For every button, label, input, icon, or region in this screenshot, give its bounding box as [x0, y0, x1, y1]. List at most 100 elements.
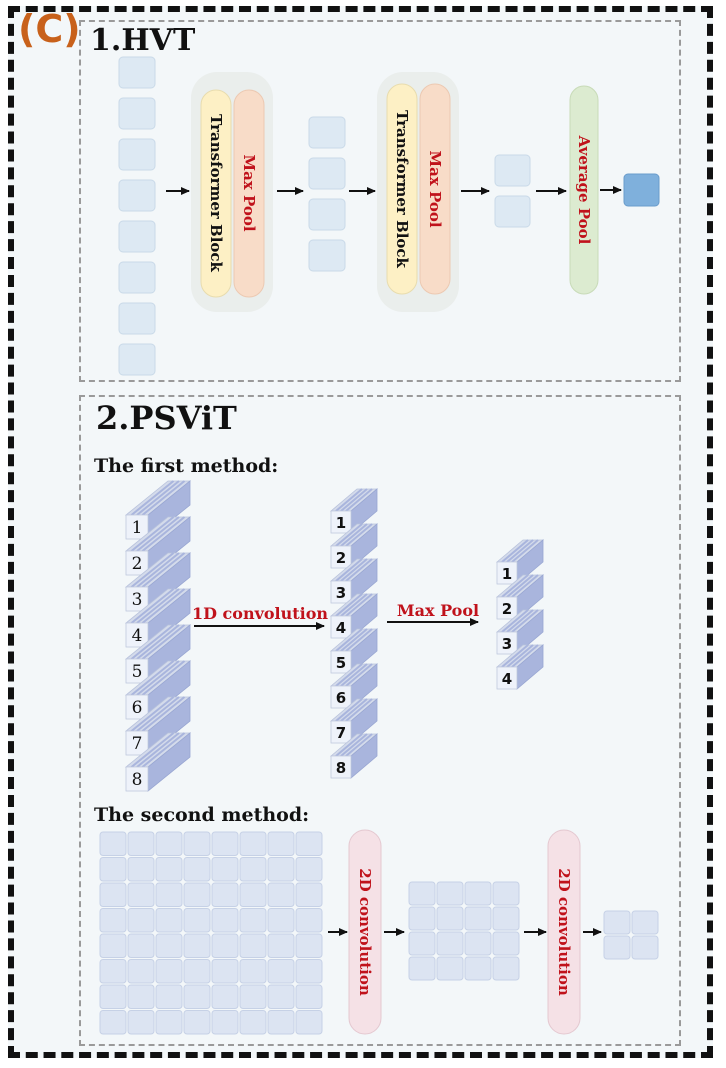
conv-slab: 7: [329, 698, 379, 744]
mid-grid-cell: [492, 931, 520, 956]
mid-grid-cell: [436, 881, 464, 906]
hvt-stage2-tokens: [494, 154, 531, 228]
conv-slab: 1: [329, 488, 379, 534]
input-slab-number: 3: [132, 590, 143, 610]
pooled-slab-number: 3: [502, 635, 512, 653]
input-grid-cell: [155, 984, 183, 1009]
conv1d-label: 1D convolution: [192, 604, 328, 623]
conv-slab: 5: [329, 628, 379, 674]
input-grid-cell: [211, 857, 239, 882]
conv-slab-number: 1: [336, 514, 346, 532]
hvt-input-token: [118, 343, 156, 376]
transformer-block-2: [386, 83, 418, 295]
input-grid-cell: [127, 959, 155, 984]
input-slab-number: 6: [132, 698, 143, 718]
input-grid-cell: [183, 1010, 211, 1035]
average-pool-block: [569, 85, 599, 295]
hvt-input-token: [118, 302, 156, 335]
input-grid-cell: [267, 933, 295, 958]
mid-grid-cell: [436, 956, 464, 981]
hvt-input-token: [118, 179, 156, 212]
mid-grid-cell: [492, 881, 520, 906]
hvt-input-token: [118, 97, 156, 130]
conv2d-block-2: [547, 829, 581, 1035]
conv-slab-number: 3: [336, 584, 346, 602]
hvt-input-tokens: [118, 56, 156, 376]
conv-slab: 4: [329, 593, 379, 639]
hvt-title: 1.HVT: [90, 23, 196, 58]
conv-slab-number: 8: [336, 759, 346, 777]
output-grid-cell: [603, 910, 631, 935]
hvt-input-token: [118, 138, 156, 171]
conv-slab: 2: [329, 523, 379, 569]
input-grid-cell: [183, 857, 211, 882]
input-grid-cell: [99, 908, 127, 933]
output-grid-cell: [603, 935, 631, 960]
max-pool-block-2: [419, 83, 451, 295]
input-grid-cell: [155, 1010, 183, 1035]
input-grid-cell: [295, 933, 323, 958]
input-grid-cell: [155, 882, 183, 907]
pooled-slab-number: 2: [502, 600, 512, 618]
input-grid-cell: [99, 984, 127, 1009]
transformer-block-1: [200, 89, 232, 298]
conv-slab: 6: [329, 663, 379, 709]
conv-slab-number: 4: [336, 619, 346, 637]
input-grid-cell: [127, 882, 155, 907]
second-method-input-grid: [99, 831, 323, 1035]
input-grid-cell: [127, 831, 155, 856]
conv2d-label-2: 2D convolution: [555, 868, 573, 996]
panel-label: (C): [18, 7, 81, 51]
mid-grid-cell: [492, 956, 520, 981]
input-grid-cell: [295, 959, 323, 984]
input-grid-cell: [183, 933, 211, 958]
input-slab-number: 4: [132, 626, 143, 646]
transformer-block-1-label: Transformer Block: [207, 114, 225, 272]
pooled-slab: 3: [495, 609, 545, 655]
conv-slab: 8: [329, 733, 379, 779]
hvt-output-token: [623, 173, 660, 207]
average-pool-label: Average Pool: [575, 135, 593, 245]
input-grid-cell: [267, 882, 295, 907]
input-slab-number: 7: [132, 734, 143, 754]
mid-grid-cell: [408, 906, 436, 931]
input-grid-cell: [211, 1010, 239, 1035]
mid-grid-cell: [464, 881, 492, 906]
psvit-panel: [79, 395, 681, 1046]
input-grid-cell: [239, 933, 267, 958]
input-slab: 4: [124, 588, 192, 648]
transformer-block-2-label: Transformer Block: [393, 110, 411, 268]
input-grid-cell: [239, 857, 267, 882]
pooled-slab-number: 1: [502, 565, 512, 583]
max-pool-block-1: [233, 89, 265, 298]
mid-grid-cell: [464, 906, 492, 931]
input-grid-cell: [127, 933, 155, 958]
input-grid-cell: [99, 1010, 127, 1035]
mid-grid-cell: [408, 881, 436, 906]
input-grid-cell: [155, 831, 183, 856]
output-grid-cell: [631, 910, 659, 935]
input-grid-cell: [155, 959, 183, 984]
mid-grid-cell: [436, 906, 464, 931]
input-slab-number: 8: [132, 770, 143, 790]
hvt-stage2-token: [494, 154, 531, 187]
mid-grid-cell: [436, 931, 464, 956]
second-method-output-grid: [603, 910, 659, 960]
input-slab: 3: [124, 552, 192, 612]
conv-slab-number: 2: [336, 549, 346, 567]
pooled-slab: 2: [495, 574, 545, 620]
conv2d-block-1: [348, 829, 382, 1035]
input-grid-cell: [99, 933, 127, 958]
input-grid-cell: [127, 1010, 155, 1035]
input-grid-cell: [155, 857, 183, 882]
input-grid-cell: [239, 908, 267, 933]
input-slab-number: 1: [132, 518, 143, 538]
psvit-title: 2.PSViT: [96, 399, 237, 437]
input-grid-cell: [155, 933, 183, 958]
hvt-panel: [79, 20, 681, 382]
input-grid-cell: [295, 882, 323, 907]
input-grid-cell: [267, 857, 295, 882]
